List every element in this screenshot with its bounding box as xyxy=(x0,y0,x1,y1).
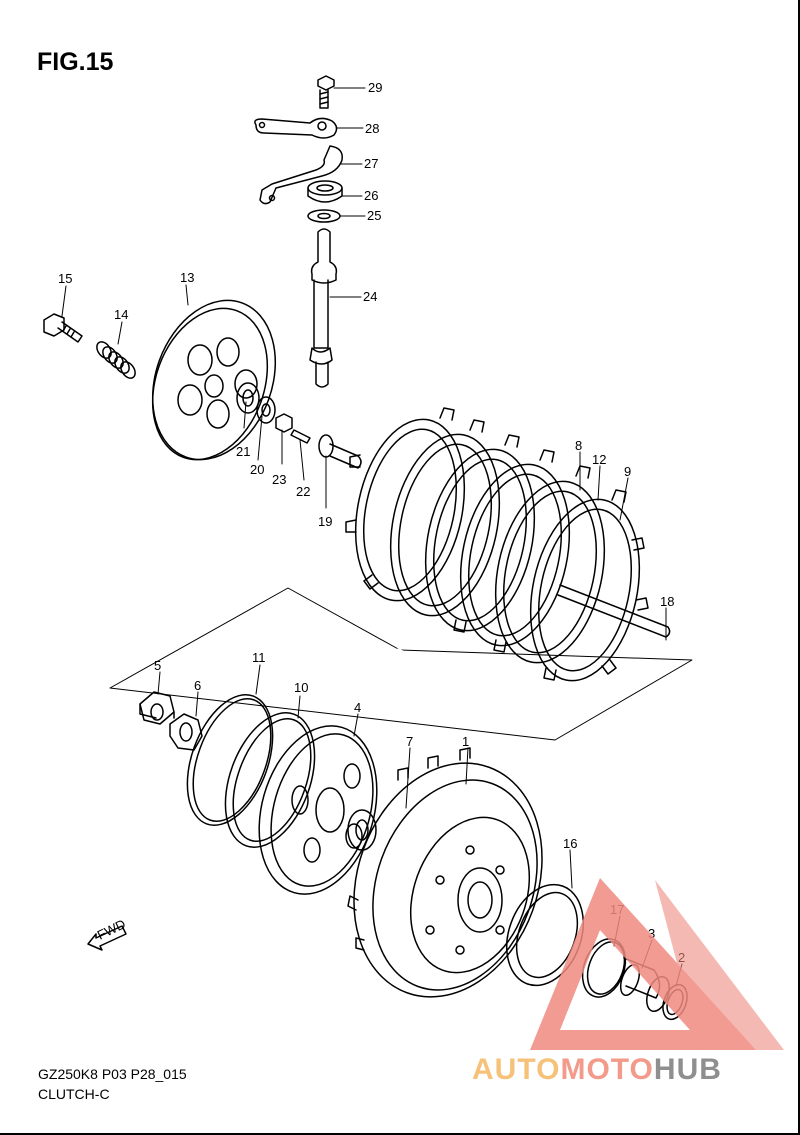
part-5-nut xyxy=(139,691,175,725)
callout-13: 13 xyxy=(180,270,194,285)
callout-23: 23 xyxy=(272,472,286,487)
part-15-bolt xyxy=(43,313,83,343)
callout-10: 10 xyxy=(294,680,308,695)
watermark-logo-icon xyxy=(530,878,784,1050)
callout-5: 5 xyxy=(154,658,161,673)
watermark-auto: AUTO xyxy=(472,1053,561,1086)
callout-4: 4 xyxy=(354,700,361,715)
watermark-moto: MOTO xyxy=(560,1053,654,1086)
callout-28: 28 xyxy=(365,121,379,136)
section-name: CLUTCH-C xyxy=(38,1086,110,1102)
callout-24: 24 xyxy=(363,289,377,304)
parts-8-9-12-clutch-plates xyxy=(345,407,671,682)
part-14-spring xyxy=(96,341,136,379)
callout-29: 29 xyxy=(368,80,382,95)
fwd-label: FWD xyxy=(95,916,128,942)
callout-20: 20 xyxy=(250,462,264,477)
figure-title: FIG.15 xyxy=(37,48,114,76)
callout-8: 8 xyxy=(575,438,582,453)
part-13-pressure-plate xyxy=(151,299,277,461)
parts-20-21-23-bearing-set xyxy=(236,382,293,433)
part-7-thrust-washer xyxy=(347,809,377,851)
callout-6: 6 xyxy=(194,678,201,693)
callout-19: 19 xyxy=(318,514,332,529)
callout-26: 26 xyxy=(364,188,378,203)
watermark-hub: HUB xyxy=(653,1053,722,1086)
callout-27: 27 xyxy=(364,156,378,171)
part-11-spring-ring xyxy=(186,694,274,826)
callout-25: 25 xyxy=(367,208,381,223)
forward-direction-arrow xyxy=(87,925,127,951)
callout-15: 15 xyxy=(58,271,72,286)
callout-16: 16 xyxy=(563,836,577,851)
callout-11: 11 xyxy=(252,650,266,665)
callout-3: 3 xyxy=(648,926,655,941)
part-4-sleeve-hub xyxy=(258,725,378,895)
model-code: GZ250K8 P03 P28_015 xyxy=(38,1066,187,1082)
part-6-lock-washer xyxy=(169,713,203,751)
callout-labels: 1 2 3 4 5 6 7 8 9 10 11 12 13 14 15 16 1… xyxy=(58,80,685,965)
callout-22: 22 xyxy=(296,484,310,499)
callout-18: 18 xyxy=(660,594,674,609)
callout-9: 9 xyxy=(624,464,631,479)
callout-7: 7 xyxy=(406,734,413,749)
callout-14: 14 xyxy=(114,307,128,322)
callout-12: 12 xyxy=(592,452,606,467)
assembly-outline xyxy=(109,587,693,741)
clutch-release-assembly xyxy=(254,75,343,388)
watermark-brand-text: AUTOMOTOHUB xyxy=(472,1053,722,1087)
callout-1: 1 xyxy=(462,734,469,749)
callout-21: 21 xyxy=(236,444,250,459)
